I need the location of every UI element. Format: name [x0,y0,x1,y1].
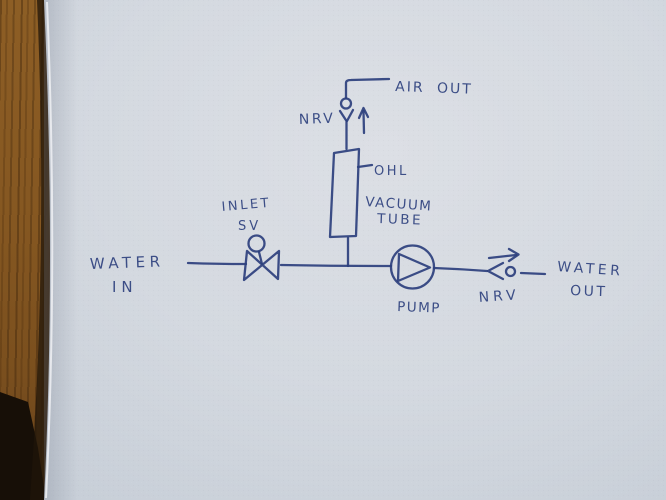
pipe-stub-water-out [519,271,547,276]
label-water-out: WATER OUT [557,259,624,300]
label-ohl: OHL [374,164,409,179]
svg-text:IN: IN [112,278,138,296]
pump-symbol [389,244,436,290]
valve-actuator-circle [247,234,266,253]
label-vacuum-tube: VACUUM TUBE [365,194,433,229]
outlet-nrv-symbol [486,261,517,281]
paper-edge-highlight [45,1,54,499]
svg-text:OUT: OUT [570,283,608,300]
ohl-level-tick [356,163,374,169]
label-outlet-nrv: NRV [478,287,520,306]
label-inlet-sv: INLET SV [221,196,272,234]
paper-sheet [44,0,666,500]
pipe-pump-to-nrv [432,266,489,273]
label-vent-nrv: NRV [299,111,336,128]
svg-text:INLET: INLET [221,196,272,215]
label-pump: PUMP [397,299,441,317]
vent-elbow-to-air-out [344,77,391,100]
up-arrow-icon [357,106,370,135]
flow-arrow-right-icon [487,247,520,263]
svg-text:WATER: WATER [90,252,165,273]
label-air-out: AIR OUT [395,79,473,98]
svg-text:SV: SV [238,219,261,234]
vacuum-tube-outline [328,147,361,239]
pipe-valve-to-pump [279,263,393,268]
svg-text:WATER: WATER [557,259,624,280]
svg-text:VACUUM: VACUUM [365,194,433,215]
inlet-valve-symbol [242,234,281,282]
label-water-in: WATER IN [90,252,165,296]
svg-text:TUBE: TUBE [376,211,423,229]
pipe-water-in [186,261,248,266]
